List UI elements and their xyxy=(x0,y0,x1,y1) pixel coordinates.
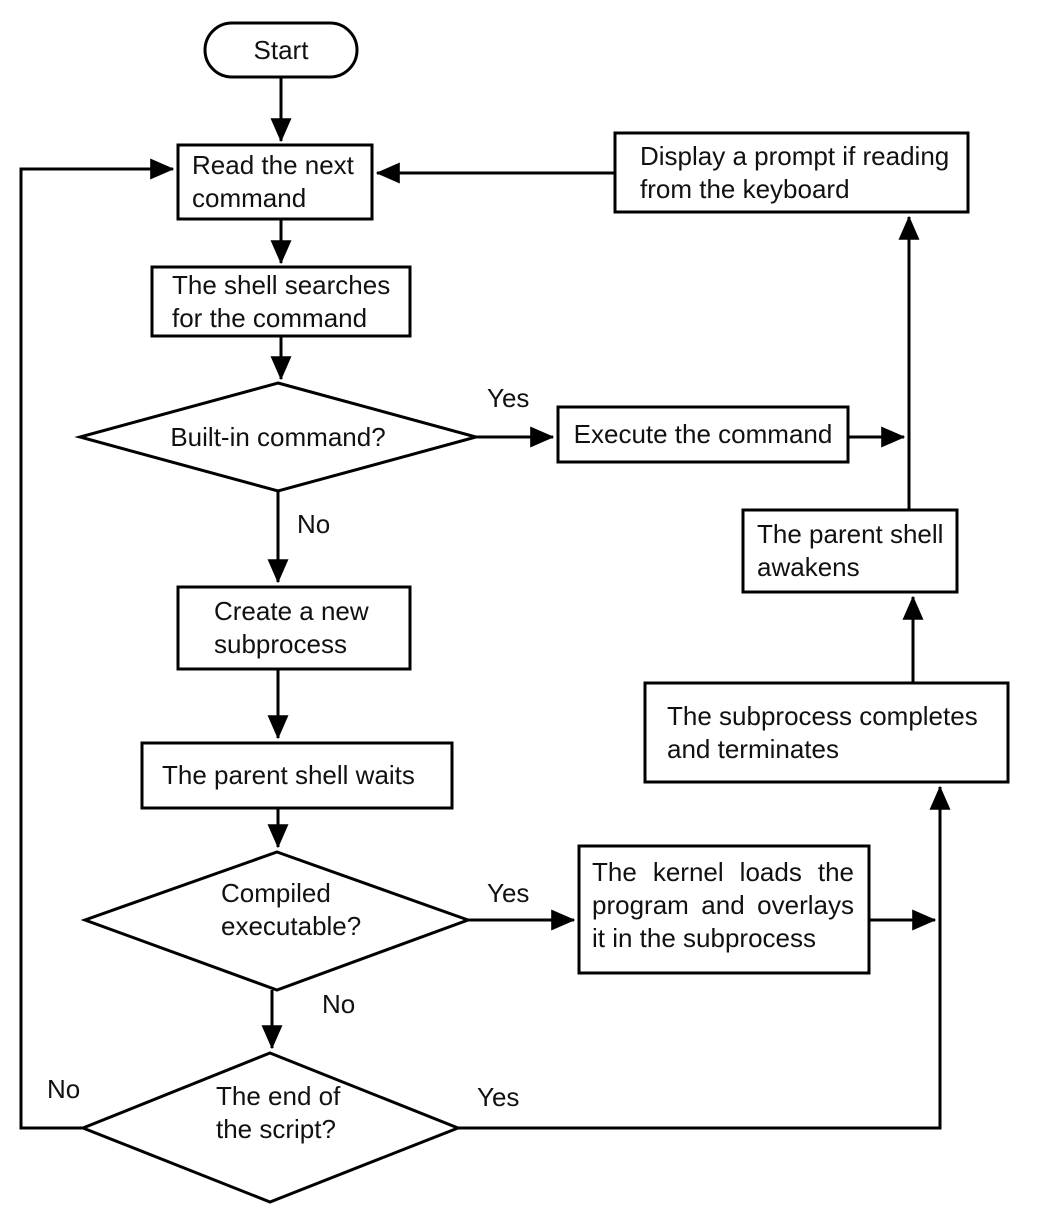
shell-searches-label: The shell searches for the command xyxy=(172,269,391,333)
end-of-script-label: The end of the script? xyxy=(216,1081,341,1144)
compiled-executable-diamond xyxy=(80,850,473,992)
display-prompt-box xyxy=(613,131,970,214)
subprocess-completes-box xyxy=(643,681,1010,784)
display-prompt-label: Display a prompt if reading from the key… xyxy=(640,140,950,204)
create-subprocess-label: Create a new subprocess xyxy=(214,596,369,659)
builtin-command-label: Built-in command? xyxy=(170,421,386,452)
builtin-yes-label: Yes xyxy=(487,383,530,413)
end-of-script-diamond xyxy=(78,1051,463,1204)
read-next-command-box xyxy=(176,143,374,221)
kernel-loads-box xyxy=(577,844,871,975)
parent-shell-waits-label: The parent shell waits xyxy=(162,760,415,790)
parent-shell-awakens-box xyxy=(741,508,959,594)
compiled-yes-label: Yes xyxy=(487,878,530,908)
read-next-command-label: Read the next command xyxy=(192,150,354,213)
end-yes-label: Yes xyxy=(477,1082,520,1112)
execute-command-box xyxy=(556,405,850,464)
parent-shell-waits-box xyxy=(140,741,454,810)
start-terminator-shape xyxy=(203,21,359,79)
create-subprocess-box xyxy=(176,585,412,671)
edge-end-no-to-read xyxy=(19,158,175,1130)
start-label: Start xyxy=(253,34,309,65)
shell-searches-box xyxy=(150,265,412,338)
edge-end-yes-to-subprocess xyxy=(458,785,951,1130)
compiled-no-label: No xyxy=(322,989,356,1019)
subprocess-completes-label: The subprocess completes and terminates xyxy=(667,700,978,764)
builtin-command-diamond xyxy=(74,381,482,493)
compiled-executable-label: Compiled executable? xyxy=(221,878,362,941)
execute-command-label: Execute the command xyxy=(573,419,833,449)
end-no-label: No xyxy=(47,1074,81,1104)
builtin-no-label: No xyxy=(297,509,331,539)
parent-shell-awakens-label: The parent shell awakens xyxy=(757,519,944,582)
kernel-loads-label: The kernel loads the program and overlay… xyxy=(592,857,854,953)
